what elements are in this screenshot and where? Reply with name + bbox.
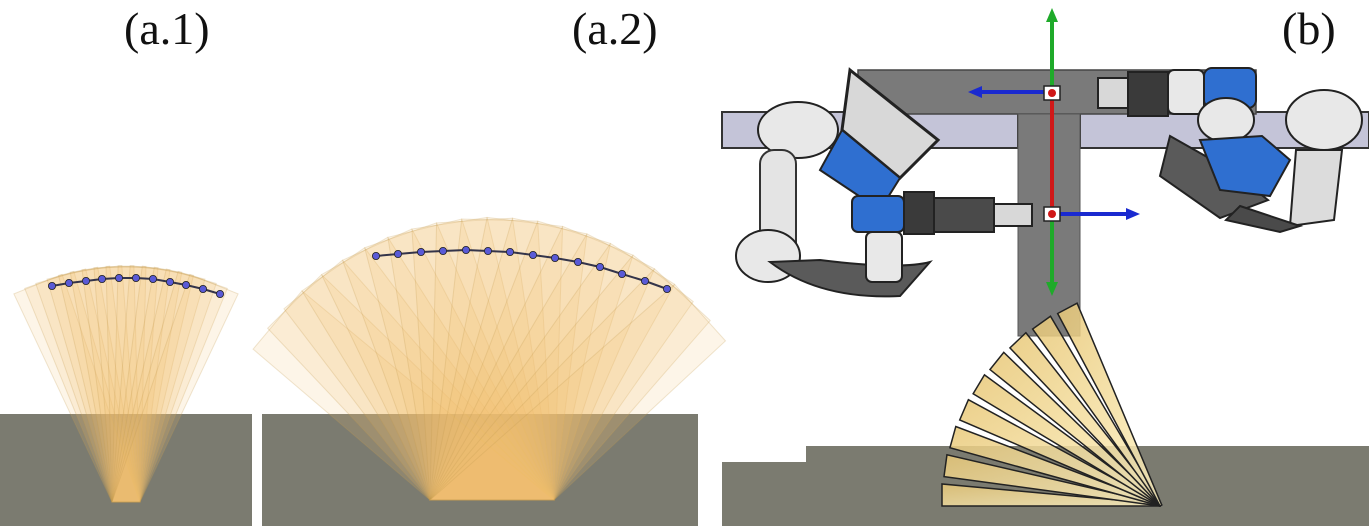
fan-sweep-a1: [13, 265, 239, 503]
fan-a2-frame: [387, 218, 555, 501]
fan-a1-frame: [35, 268, 141, 503]
panel-a1: [0, 265, 252, 526]
fan-a2-frame: [341, 228, 555, 501]
traj-a1-point: [198, 284, 207, 293]
ground-plane-a1: [0, 414, 252, 526]
traj-a2-point: [483, 246, 492, 255]
fan-a2-frame: [428, 254, 694, 501]
fan-a1-frame: [69, 265, 141, 503]
fan-a1-frame: [13, 273, 141, 503]
robot-arm-right-icon: [1097, 67, 1363, 234]
traj-a2-point: [438, 246, 447, 255]
traj-a1-point: [115, 273, 124, 282]
traj-a1-point: [165, 277, 174, 286]
ground-plane-a2: [262, 414, 698, 526]
traj-a1-point: [65, 278, 74, 287]
panel-a2: [252, 216, 727, 526]
fan-a1-frame: [81, 265, 141, 503]
fan-a1-frame: [111, 273, 239, 503]
fan-a1-frame: [111, 266, 206, 503]
fan-a2-frame: [429, 233, 656, 501]
traj-a2-point: [551, 253, 560, 262]
fan-a2-frame: [364, 222, 555, 501]
traj-a2-point: [618, 269, 627, 278]
traj-a1-point: [148, 274, 157, 283]
traj-a2-point: [641, 276, 650, 285]
fan-a2-frame: [283, 259, 556, 501]
trajectory-a1: [48, 273, 224, 298]
panel-label-b: (b): [1282, 3, 1336, 54]
fan-a1-frame: [57, 265, 141, 503]
fan-a2-frame: [320, 236, 555, 501]
traj-a2-point: [505, 247, 514, 256]
fan-a2-frame: [429, 216, 564, 501]
traj-a1-point: [215, 289, 224, 298]
fan-a2-frame: [428, 268, 711, 501]
fan-a2-frame: [301, 247, 556, 501]
fan-a1-frame: [23, 270, 141, 503]
traj-a2-point: [574, 257, 583, 266]
trajectory-a2: [371, 245, 672, 293]
fan-a2-frame: [429, 225, 634, 501]
fan-a2-frame: [429, 242, 676, 501]
fan-a2-frame: [429, 218, 555, 501]
fan-a1-frame: [105, 265, 159, 503]
fan-sweep-a2: [252, 216, 727, 501]
coordinate-frame-icon: [968, 8, 1140, 296]
panel-label-a2: (a.2): [572, 3, 658, 54]
panel-b: [721, 8, 1369, 526]
fan-a1-frame: [111, 265, 195, 503]
fan-a1-frame: [111, 265, 171, 503]
fan-a2-frame: [429, 217, 555, 501]
traj-a2-point: [416, 247, 425, 256]
traj-a1-point: [82, 276, 91, 285]
fan-a2-frame: [266, 273, 556, 501]
traj-a2-point: [596, 262, 605, 271]
fan-a1-frame: [111, 270, 229, 503]
fan-a1-frame: [46, 266, 141, 503]
fan-a2-frame: [252, 290, 556, 501]
fan-a2-frame: [429, 217, 588, 501]
traj-a2-point: [461, 245, 470, 254]
traj-a1-point: [48, 281, 57, 290]
robot-arm-left-icon: [735, 67, 1033, 298]
traj-a1-point: [131, 273, 140, 282]
panel-label-a1: (a.1): [124, 3, 210, 54]
fan-a2-frame: [411, 216, 555, 501]
board-frame: [1056, 302, 1163, 508]
board-sweep: [941, 302, 1163, 508]
fan-a2-frame: [429, 220, 612, 501]
fan-a2-frame: [428, 283, 727, 501]
traj-a1-point: [98, 274, 107, 283]
traj-a1-point: [181, 280, 190, 289]
traj-a2-point: [529, 250, 538, 259]
fan-a1-frame: [93, 265, 147, 503]
fan-a1-frame: [111, 268, 217, 503]
fan-a1-frame: [111, 265, 183, 503]
traj-a2-point: [371, 251, 380, 260]
traj-a2-point: [393, 249, 402, 258]
traj-a2-point: [663, 284, 672, 293]
